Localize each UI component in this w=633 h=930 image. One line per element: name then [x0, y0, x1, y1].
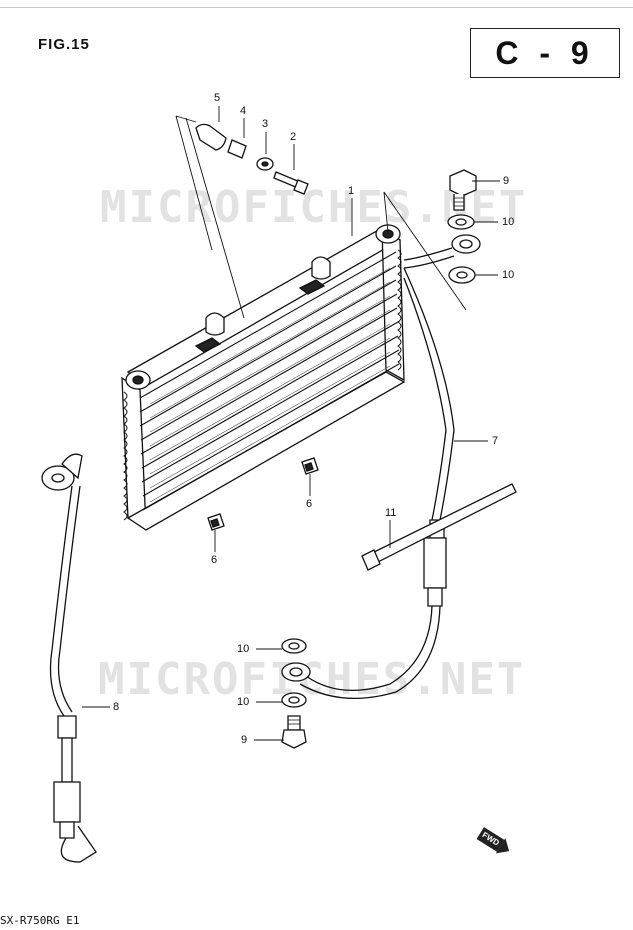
callout-10-c: 10 [237, 643, 250, 655]
callout-1: 1 [348, 185, 355, 197]
callout-9-bottom: 9 [241, 734, 248, 746]
oil-cooler [121, 224, 406, 531]
section-code: C - 9 [495, 34, 595, 71]
section-code-box: C - 9 [470, 28, 620, 78]
callout-10-d: 10 [237, 696, 250, 708]
callout-6-b: 6 [211, 554, 218, 566]
top-border-line [0, 7, 633, 8]
model-code: SX-R750RG E1 [0, 914, 80, 927]
callout-7: 7 [492, 435, 499, 447]
callout-3: 3 [262, 118, 269, 130]
callout-4: 4 [240, 105, 247, 117]
callout-11: 11 [385, 507, 397, 519]
callout-9-top: 9 [503, 175, 510, 187]
callout-10-b: 10 [502, 269, 515, 281]
callout-6-a: 6 [306, 498, 313, 510]
callout-2: 2 [290, 131, 297, 143]
callout-8: 8 [113, 701, 120, 713]
callout-10-a: 10 [502, 216, 515, 228]
callout-5: 5 [214, 92, 221, 104]
figure-title: FIG.15 [38, 36, 90, 53]
